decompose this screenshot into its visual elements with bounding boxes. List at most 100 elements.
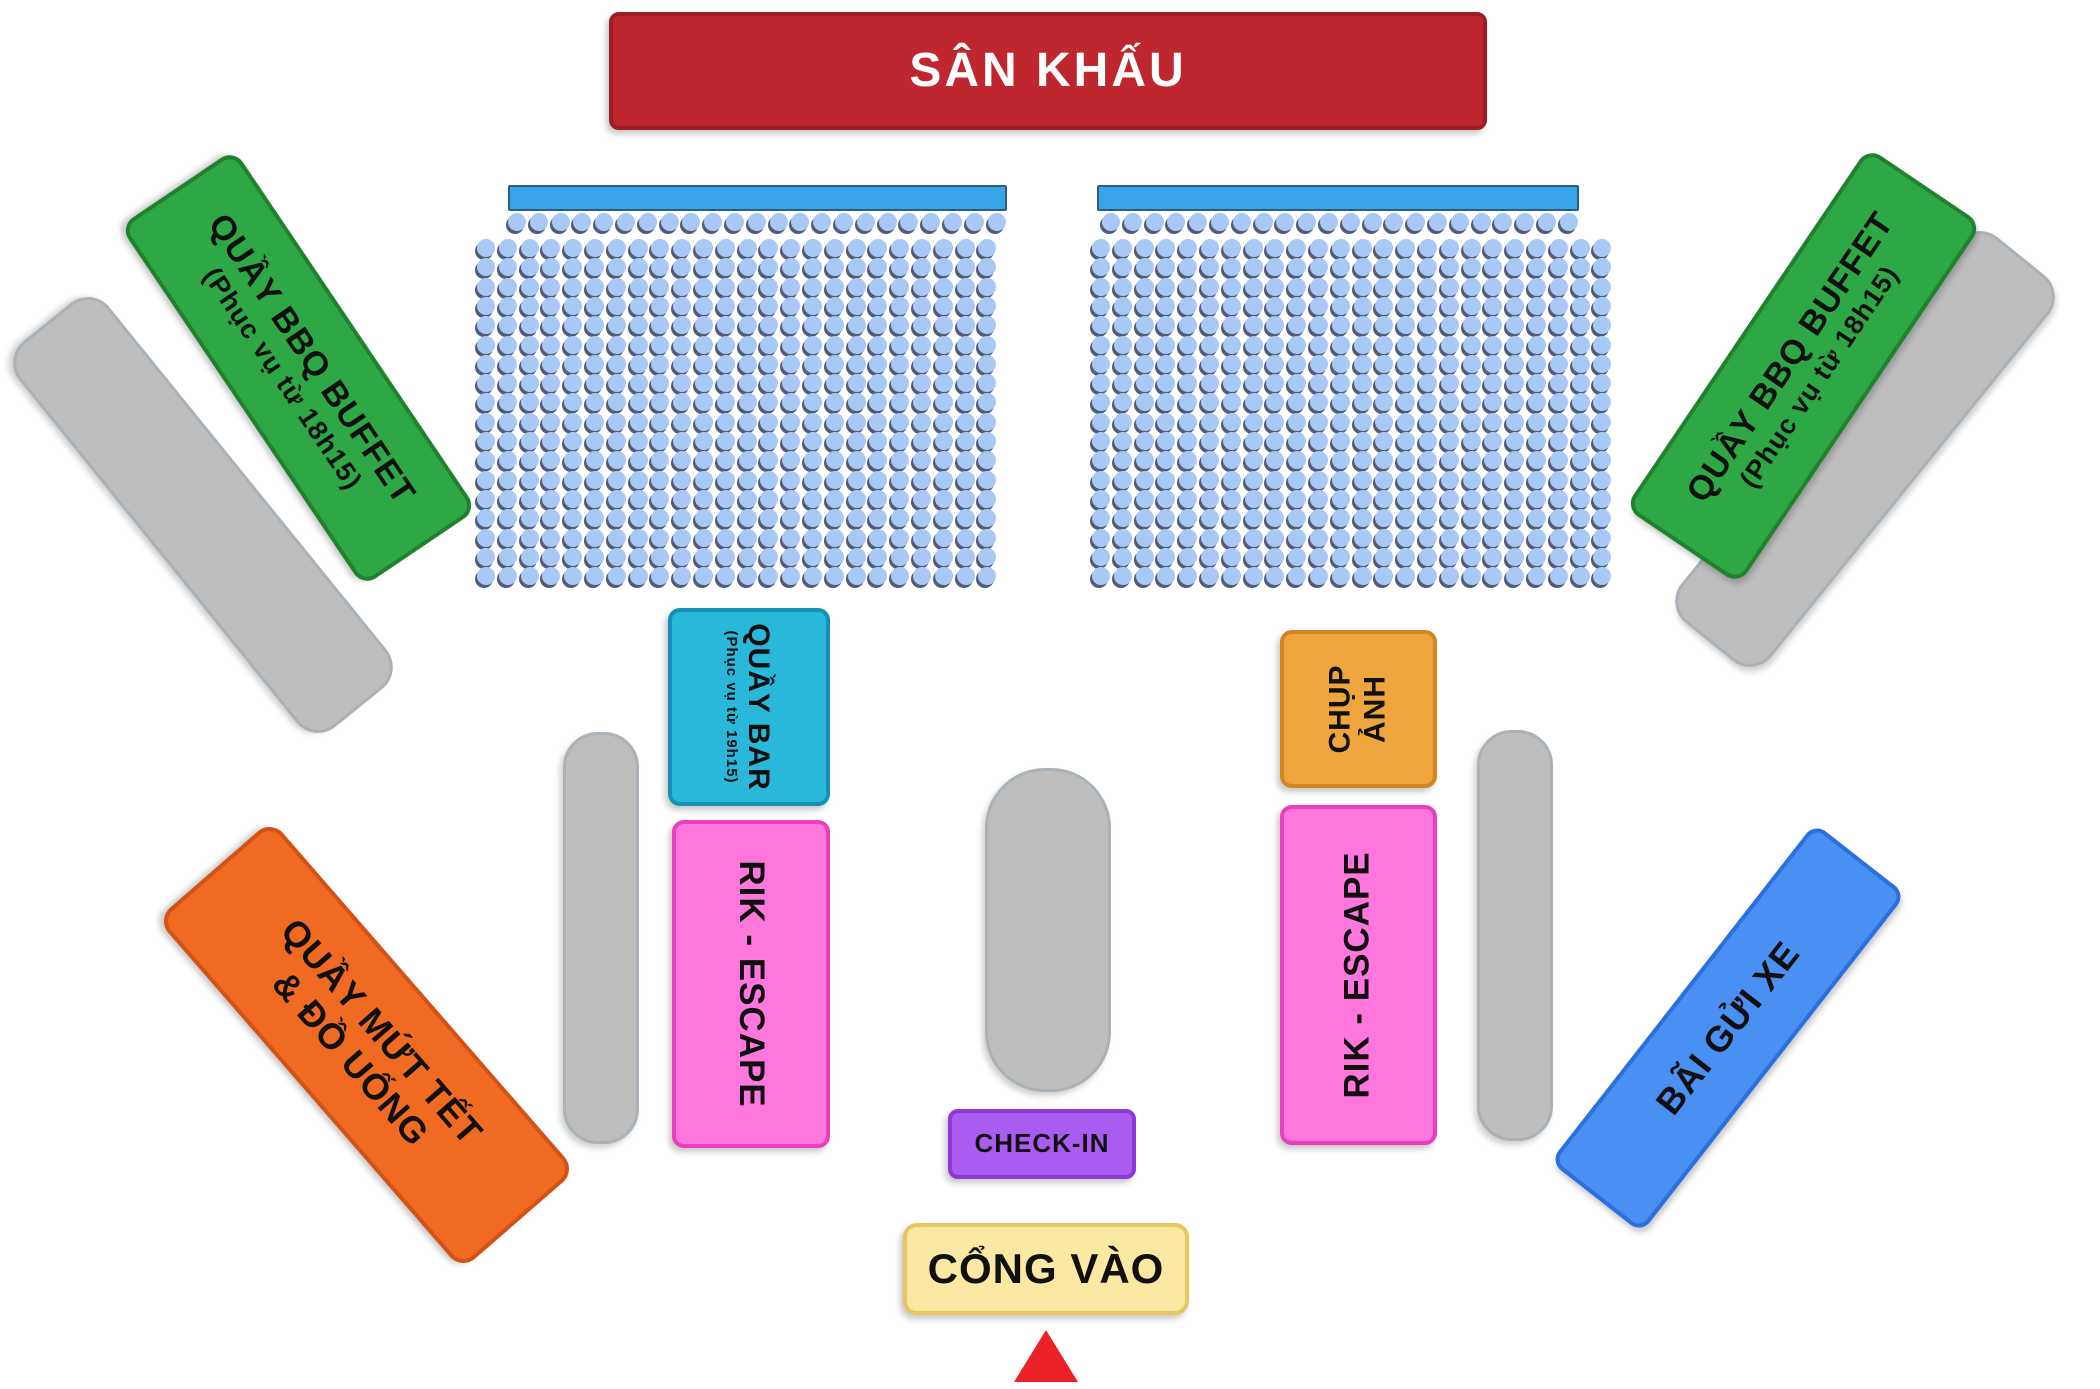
seat-dot (1484, 277, 1503, 296)
seat-dot (825, 528, 844, 547)
seat-dot (869, 432, 888, 450)
seat-dot (1135, 489, 1154, 508)
seat-dot (586, 451, 604, 470)
seat-dot (825, 335, 844, 354)
seat-dot (1593, 277, 1612, 296)
zone-photo-booth-label: ẢNH (1358, 675, 1391, 743)
seat-dot (1407, 213, 1426, 231)
seat-dot (607, 354, 626, 373)
seat-dot (1222, 316, 1241, 335)
seat-dot (913, 393, 931, 412)
seat-dot (1331, 547, 1350, 566)
seat-dot (651, 239, 670, 257)
seat-dot (520, 374, 539, 393)
seat-dot (1549, 296, 1568, 315)
zone-stage-label: SÂN KHẤU (909, 44, 1187, 98)
seat-dot (1353, 451, 1372, 470)
seat-dot (913, 432, 931, 450)
seat-dot (1201, 393, 1219, 412)
seat-dot (1397, 509, 1416, 528)
seat-dot (847, 354, 866, 373)
seat-dot (1419, 258, 1437, 277)
seat-dot (564, 277, 583, 296)
seat-dot (1506, 296, 1525, 315)
seat-dot (804, 374, 822, 393)
seat-dot (956, 489, 975, 508)
seat-dot (498, 412, 517, 431)
seat-dot (804, 393, 822, 412)
seat-dot (1157, 470, 1176, 489)
seat-dot (1484, 258, 1503, 277)
seat-dot (1494, 213, 1513, 231)
seat-dot (1528, 335, 1546, 354)
seat-dot (673, 567, 692, 586)
seat-dot (520, 354, 539, 373)
seat-dot (564, 451, 583, 470)
seat-dot (1363, 213, 1382, 231)
seat-dot (978, 509, 997, 528)
seat-dot (934, 489, 953, 508)
seat-dot (564, 470, 583, 489)
seat-dot (1484, 393, 1503, 412)
seat-dot (673, 509, 692, 528)
seat-dot (586, 239, 604, 257)
seat-dot (673, 335, 692, 354)
seat-dot (498, 528, 517, 547)
seat-dot (847, 489, 866, 508)
seat-dot (1462, 258, 1481, 277)
seat-dot (498, 258, 517, 277)
seat-dot (1266, 374, 1285, 393)
seat-dot (1244, 393, 1263, 412)
seat-dot (1484, 567, 1503, 586)
seat-dot (1375, 393, 1394, 412)
seat-dot (760, 547, 779, 566)
seat-dot (1375, 335, 1394, 354)
seat-dot (498, 239, 517, 257)
seat-dot (1179, 567, 1198, 586)
seat-dot (607, 316, 626, 335)
seat-dot (1440, 412, 1459, 431)
seat-dot (586, 354, 604, 373)
seat-dot (629, 412, 648, 431)
seat-dot (1549, 354, 1568, 373)
seat-dot (825, 509, 844, 528)
seat-dot (1341, 213, 1360, 231)
seating-block-left-front-row-bar (508, 185, 1007, 211)
seat-dot (673, 374, 692, 393)
seat-dot (747, 213, 766, 231)
seat-dot (1484, 451, 1503, 470)
seat-dot (1571, 296, 1590, 315)
seat-dot (716, 432, 735, 450)
seat-dot (869, 547, 888, 566)
seat-dot (1244, 316, 1263, 335)
seat-dot (1310, 316, 1328, 335)
seat-dot (607, 412, 626, 431)
seat-dot (804, 239, 822, 257)
seat-dot (825, 432, 844, 450)
seat-dot (477, 509, 495, 528)
seat-dot (542, 277, 561, 296)
seat-dot (1472, 213, 1491, 231)
seat-dot (835, 213, 853, 231)
seat-dot (1571, 393, 1590, 412)
seat-dot (1419, 354, 1437, 373)
seat-dot (1092, 393, 1110, 412)
seat-dot (987, 213, 1006, 231)
seat-dot (1331, 567, 1350, 586)
seat-dot (1157, 277, 1176, 296)
seat-dot (1331, 374, 1350, 393)
seat-dot (1135, 374, 1154, 393)
seat-dot (1157, 393, 1176, 412)
seat-dot (956, 567, 975, 586)
seat-dot (1266, 567, 1285, 586)
zone-main-gate-text: CỔNG VÀO (911, 1227, 1181, 1311)
seat-dot (542, 374, 561, 393)
seat-dot (595, 213, 614, 231)
seat-dot (564, 354, 583, 373)
seat-dot (1113, 432, 1132, 450)
seat-dot (564, 547, 583, 566)
seat-dot (1419, 509, 1437, 528)
seat-dot (1266, 432, 1285, 450)
